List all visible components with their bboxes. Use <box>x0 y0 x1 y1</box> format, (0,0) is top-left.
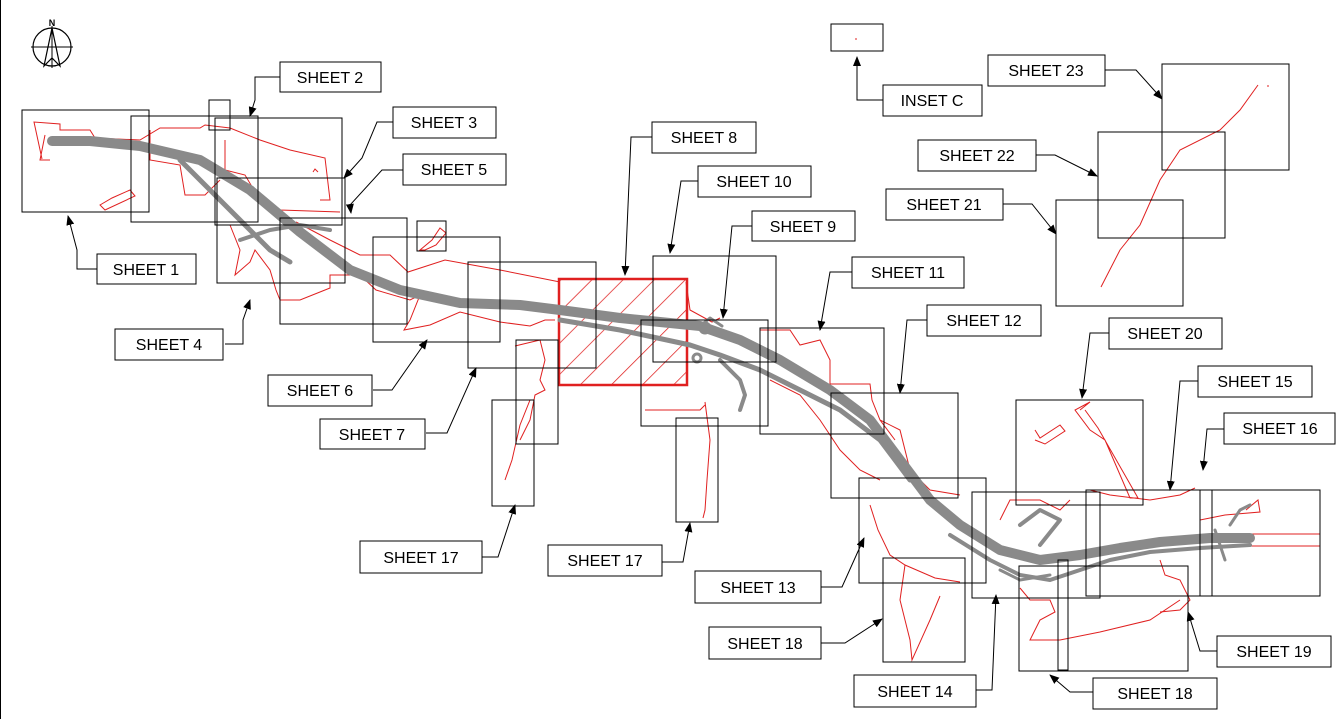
label-sheet-16: SHEET 16 <box>1223 412 1336 445</box>
sheet-9-text: SHEET 9 <box>770 219 837 236</box>
sheet-12-frame <box>830 392 959 499</box>
sheet-3-frame <box>214 117 343 226</box>
sheet-8-text: SHEET 8 <box>671 130 738 147</box>
sheet-labels: SHEET 1 SHEET 2 SHEET 3 SHEET 4 SHEET 5 … <box>96 54 1336 710</box>
label-sheet-19: SHEET 19 <box>1216 635 1332 668</box>
label-inset-c: INSET C <box>882 84 983 117</box>
sheet-20-text: SHEET 20 <box>1127 326 1202 343</box>
label-sheet-18a: SHEET 18 <box>708 626 822 660</box>
sheet-15-text: SHEET 15 <box>1217 374 1292 391</box>
label-sheet-13: SHEET 13 <box>694 570 822 604</box>
label-sheet-20: SHEET 20 <box>1108 317 1223 350</box>
label-sheet-6: SHEET 6 <box>267 374 373 407</box>
sheet-20-frame <box>1015 399 1144 506</box>
sheet-21-frame <box>1055 199 1184 307</box>
sheet-16-frame <box>1199 489 1321 597</box>
label-sheet-11: SHEET 11 <box>851 256 965 289</box>
sheet-19-text: SHEET 19 <box>1236 644 1311 661</box>
sheet-17a-text: SHEET 17 <box>383 550 458 567</box>
sheet-5-frame <box>279 217 408 325</box>
sheet-17-frame-b <box>675 417 719 523</box>
sheet-3-text: SHEET 3 <box>411 115 478 132</box>
sheet-22-text: SHEET 22 <box>939 148 1014 165</box>
sheet-12-text: SHEET 12 <box>946 313 1021 330</box>
sheet-18a-text: SHEET 18 <box>727 636 802 653</box>
sheet-15-frame <box>1085 489 1213 597</box>
sheet-19-frame <box>1057 559 1069 671</box>
label-sheet-15: SHEET 15 <box>1197 365 1313 398</box>
sheet-10-frame <box>652 255 777 363</box>
sheet-10-text: SHEET 10 <box>716 174 791 191</box>
sheet-13-text: SHEET 13 <box>720 580 795 597</box>
sheet-17-frame-a <box>491 399 535 507</box>
label-sheet-3: SHEET 3 <box>392 106 497 139</box>
label-sheet-17a: SHEET 17 <box>359 540 483 574</box>
label-sheet-22: SHEET 22 <box>917 139 1037 172</box>
sheet-6-frame <box>372 236 501 343</box>
label-sheet-8: SHEET 8 <box>651 121 757 154</box>
sheet-23-frame <box>1161 63 1290 171</box>
label-sheet-10: SHEET 10 <box>697 165 812 198</box>
sheet-1-frame <box>21 109 150 213</box>
sheet-4-frame <box>216 177 346 284</box>
sheet-frames <box>21 23 1321 672</box>
sheet-14-text: SHEET 14 <box>877 684 952 701</box>
label-sheet-21: SHEET 21 <box>885 188 1004 221</box>
sheet-2-text: SHEET 2 <box>297 70 364 87</box>
sheet-18b-text: SHEET 18 <box>1117 686 1192 703</box>
label-sheet-1: SHEET 1 <box>96 253 197 285</box>
label-sheet-12: SHEET 12 <box>926 304 1042 337</box>
sheet-7-inset-frame <box>515 339 559 445</box>
sheet-5-inset-frame <box>416 220 447 252</box>
sheet-21-text: SHEET 21 <box>906 197 981 214</box>
project-boundary <box>33 38 1321 662</box>
label-sheet-7: SHEET 7 <box>319 418 426 450</box>
label-sheet-14: SHEET 14 <box>853 674 977 708</box>
sheet-5-text: SHEET 5 <box>421 162 488 179</box>
label-sheet-18b: SHEET 18 <box>1092 677 1218 710</box>
sheet-14-frame <box>971 491 1101 599</box>
sheet-18-frame-a <box>882 557 966 663</box>
label-sheet-4: SHEET 4 <box>114 328 224 361</box>
sheet-2-inset-frame <box>208 99 231 131</box>
sheet-6-text: SHEET 6 <box>287 383 354 400</box>
sheet-18-frame-b <box>1018 565 1189 672</box>
label-sheet-17b: SHEET 17 <box>547 544 663 577</box>
label-sheet-2: SHEET 2 <box>279 61 382 93</box>
leader-lines <box>66 56 1224 693</box>
sheet-9-frame <box>640 319 769 427</box>
sheet-1-text: SHEET 1 <box>113 262 180 279</box>
sheet-4-text: SHEET 4 <box>136 337 203 354</box>
sheet-2-frame <box>130 115 259 223</box>
label-sheet-5: SHEET 5 <box>402 153 507 186</box>
sheet-7-frame <box>467 261 597 369</box>
sheet-13-frame <box>858 477 987 584</box>
sheet-23-text: SHEET 23 <box>1008 63 1083 80</box>
label-sheet-9: SHEET 9 <box>751 210 856 242</box>
sheet-17b-text: SHEET 17 <box>567 553 642 570</box>
north-label: N <box>49 18 56 28</box>
inset-c-frame <box>830 23 884 52</box>
sheet-7-text: SHEET 7 <box>339 427 406 444</box>
sheet-11-text: SHEET 11 <box>871 265 945 282</box>
north-arrow-icon: N <box>31 18 73 68</box>
label-sheet-23: SHEET 23 <box>987 54 1106 87</box>
inset-c-text: INSET C <box>901 93 964 110</box>
sheet-16-text: SHEET 16 <box>1242 421 1317 438</box>
